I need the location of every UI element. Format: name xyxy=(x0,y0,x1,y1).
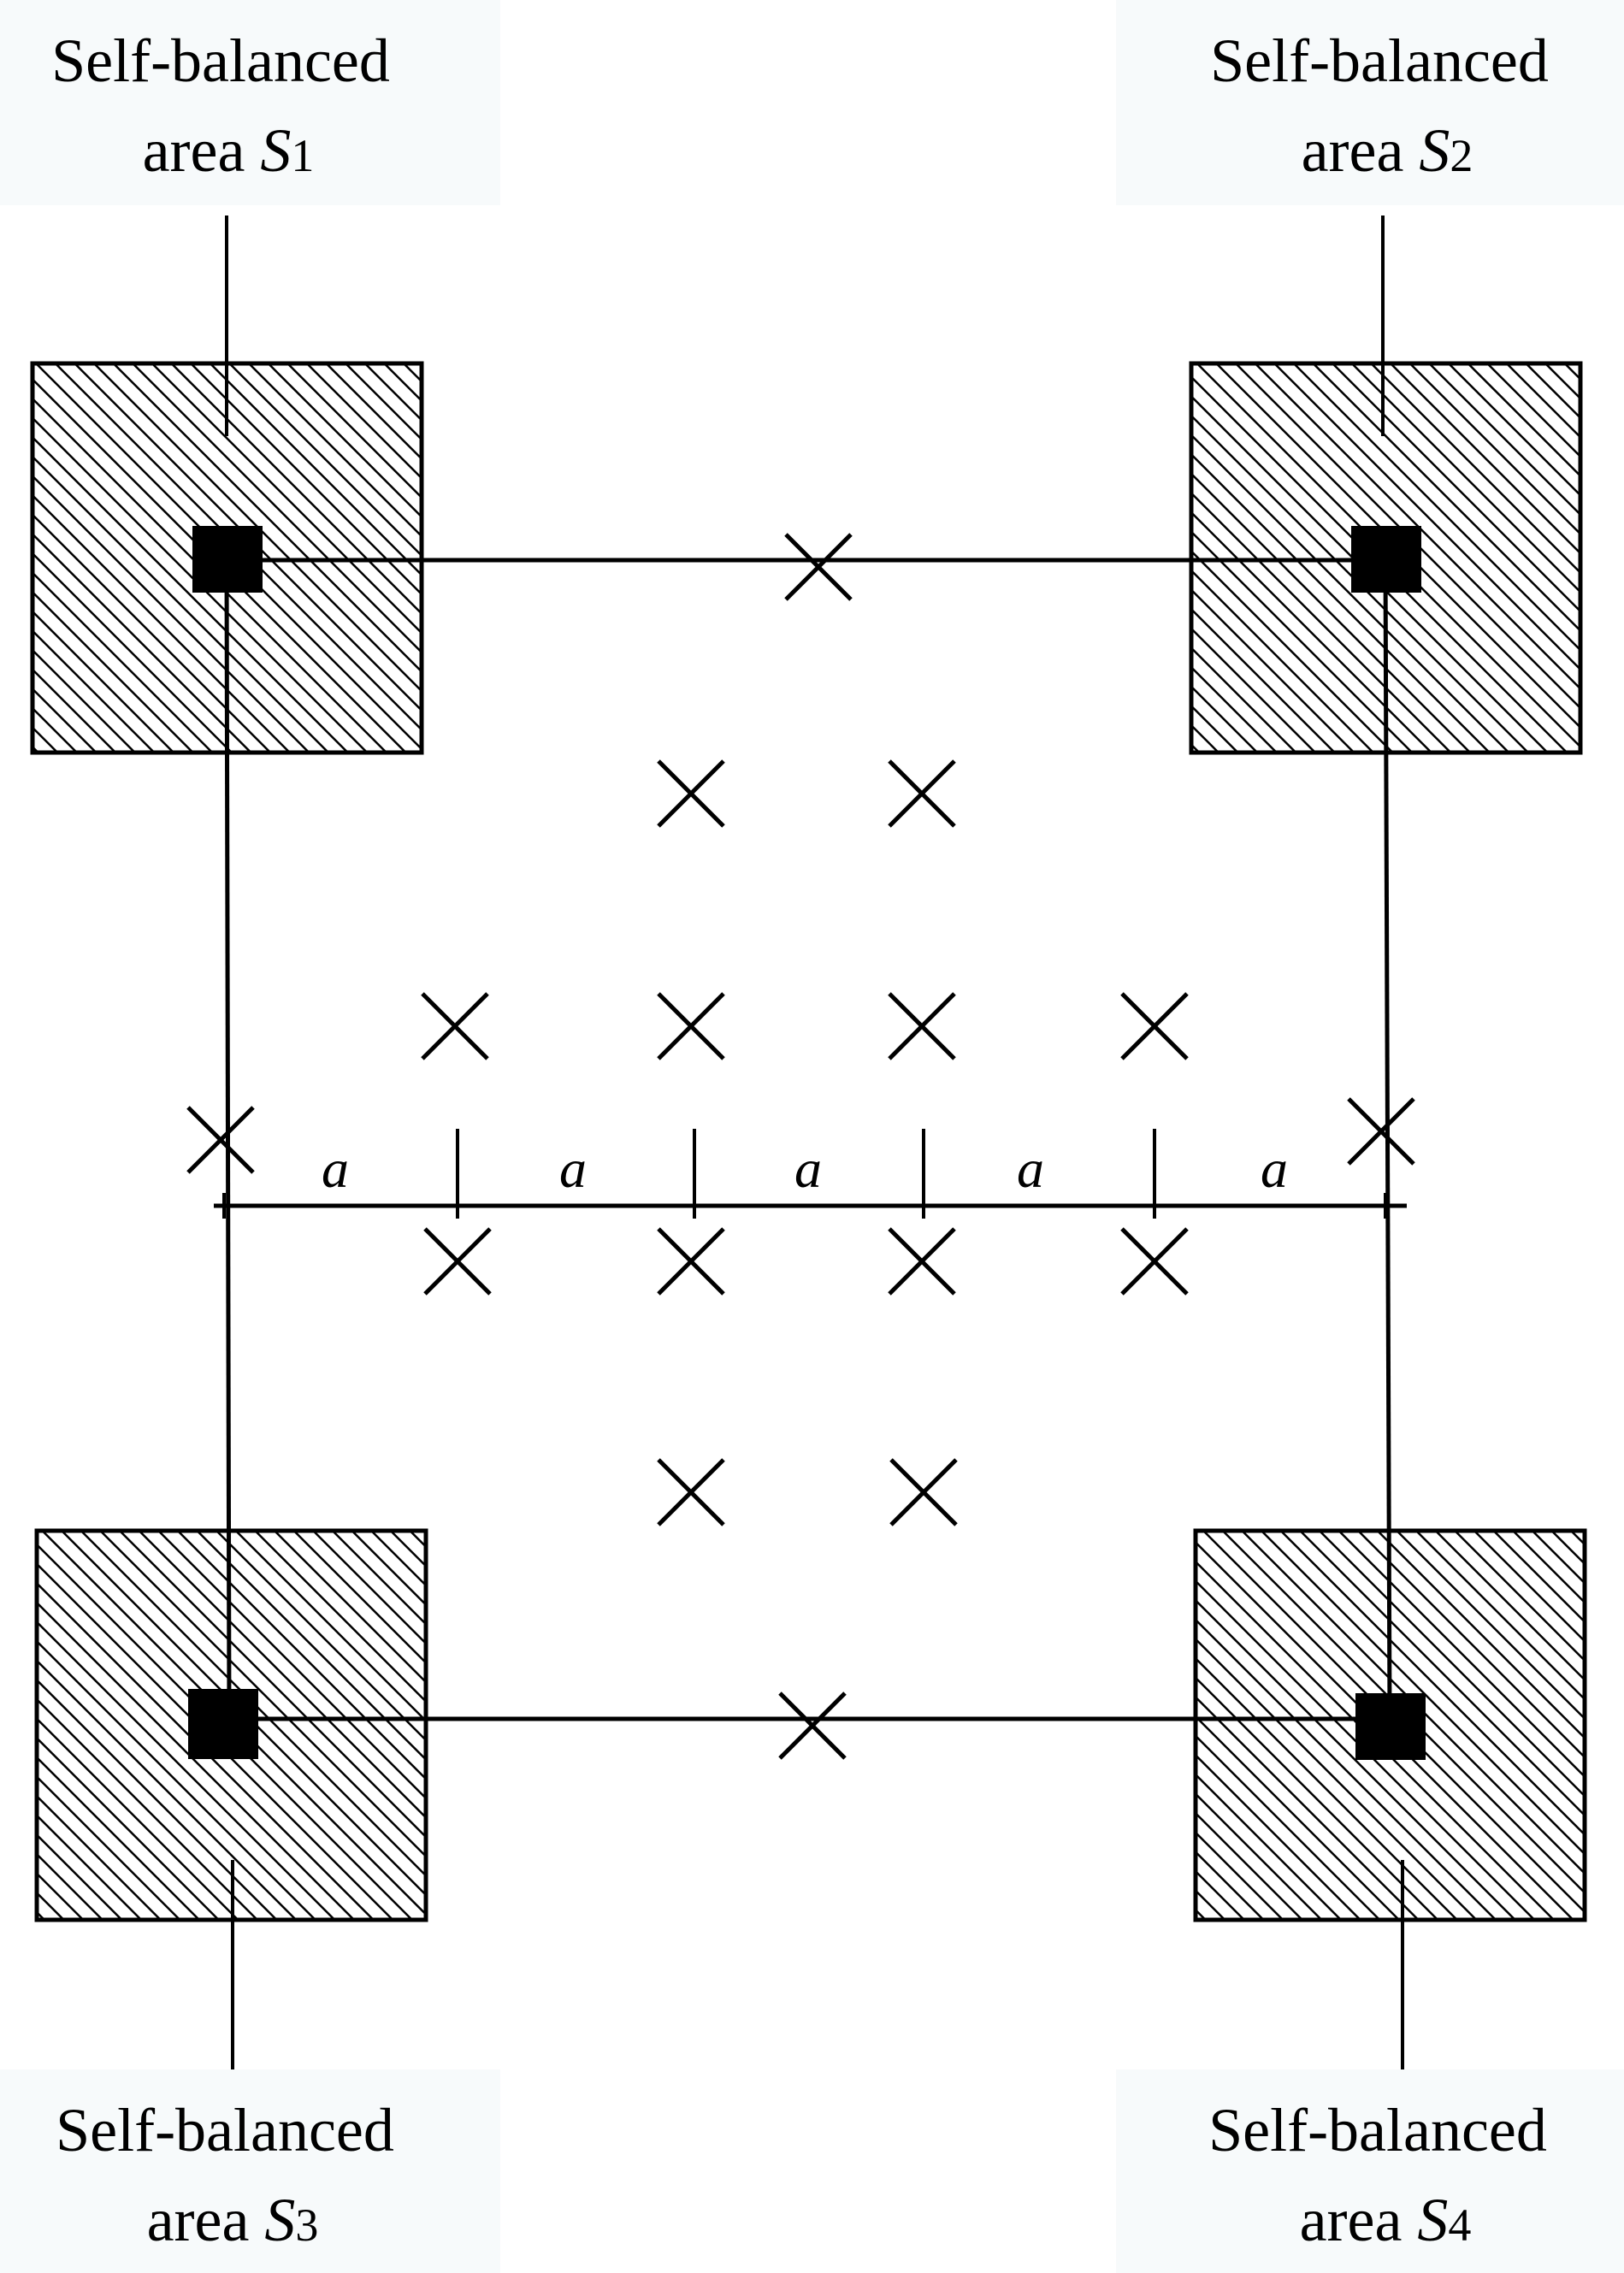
node-s2 xyxy=(1351,526,1421,593)
cross-markers xyxy=(186,533,1415,1760)
cross-marker xyxy=(784,533,853,601)
cross-marker xyxy=(657,759,725,828)
dimension-ticks xyxy=(222,1129,1387,1219)
cross-marker xyxy=(778,1691,847,1760)
node-s3 xyxy=(188,1689,258,1759)
cross-marker xyxy=(186,1106,255,1174)
spacing-label: a xyxy=(322,1138,349,1199)
node-s4 xyxy=(1355,1693,1426,1760)
spacing-label: a xyxy=(1261,1138,1288,1199)
cross-marker xyxy=(888,992,956,1060)
cross-marker xyxy=(423,1227,492,1296)
cross-marker xyxy=(889,1458,958,1526)
label-box-s1 xyxy=(0,0,500,205)
cross-marker xyxy=(888,1227,956,1296)
spacing-label: a xyxy=(559,1138,587,1199)
cross-marker xyxy=(1347,1097,1415,1166)
area-label-s1: Self-balanced area S1 xyxy=(51,27,405,185)
cross-marker xyxy=(1120,992,1189,1060)
area-label-s4: Self-balanced area S4 xyxy=(1208,2096,1562,2254)
label-box-s3 xyxy=(0,2069,500,2273)
spacing-label: a xyxy=(794,1138,822,1199)
label-box-s2 xyxy=(1116,0,1624,205)
spacing-label: a xyxy=(1017,1138,1044,1199)
node-s1 xyxy=(192,526,263,593)
left-connection-line xyxy=(224,559,232,1720)
cross-marker xyxy=(888,759,956,828)
cross-marker xyxy=(421,992,489,1060)
cross-marker xyxy=(657,1227,725,1296)
cross-marker xyxy=(657,992,725,1060)
area-label-s2: Self-balanced area S2 xyxy=(1210,27,1564,185)
cross-marker xyxy=(657,1458,725,1526)
cross-marker xyxy=(1120,1227,1189,1296)
area-label-s3: Self-balanced area S3 xyxy=(56,2096,410,2254)
label-box-s4 xyxy=(1116,2069,1624,2273)
